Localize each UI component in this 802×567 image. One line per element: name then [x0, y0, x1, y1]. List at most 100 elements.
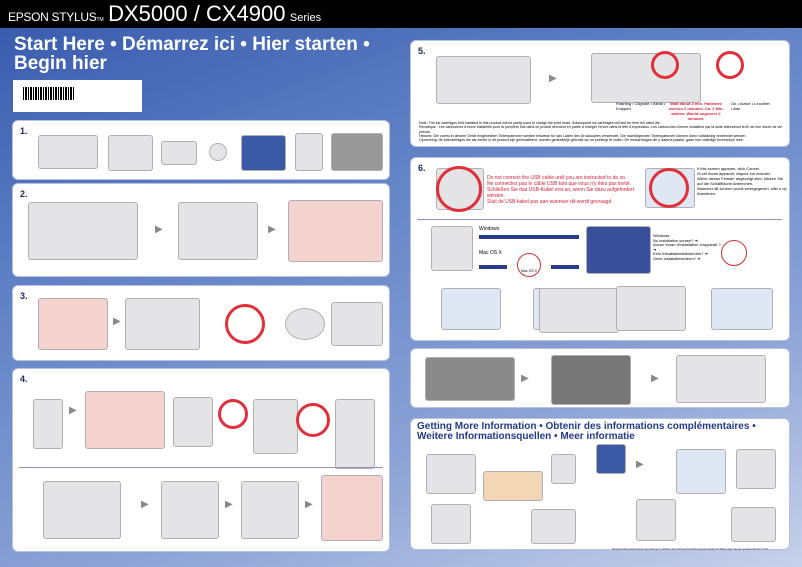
- computer-illustration: [676, 449, 726, 494]
- arrow-icon: [479, 235, 579, 239]
- brand: EPSON STYLUS: [8, 10, 97, 24]
- sheet-illustration: [295, 133, 323, 171]
- cancel-instructions: If this screen appears, click Cancel.Si …: [697, 166, 787, 196]
- note-de: Hinweis: Die zuerst in diesem Gerät eing…: [419, 133, 747, 138]
- sheet-illustration: [331, 133, 383, 171]
- charging-printer-illustration: [591, 53, 701, 103]
- cd-illustration: [209, 143, 227, 161]
- cable-illustration: [161, 141, 197, 165]
- cancel-fr: Si cet écran apparaît, cliquez sur Annul…: [697, 171, 771, 176]
- arrow-icon: ▶: [225, 499, 233, 510]
- ns-3: Kein Installationsbildschirm? ➜: [653, 251, 708, 257]
- page-title: Start Here • Démarrez ici • Hier starten…: [14, 34, 370, 74]
- cd-icon: [596, 444, 626, 474]
- prohibited-icon: [716, 51, 744, 79]
- cartridges-illustration: [108, 135, 153, 171]
- step-4-panel: 4. ▶ ▶ ▶ ▶: [12, 368, 390, 552]
- arrow-icon: ▶: [521, 373, 529, 384]
- insert-cd-illustration: [431, 226, 473, 271]
- press-cartridge-illustration: [161, 481, 219, 539]
- ns-4: Geen installatiescherm? ➜: [653, 255, 701, 261]
- sheet-illustration: [425, 357, 515, 401]
- manual-illustration: [483, 471, 543, 501]
- installer-screen: [441, 288, 501, 330]
- prohibited-icon: [296, 403, 330, 437]
- arrow-icon: ▶: [636, 459, 644, 470]
- printer-illustration: [38, 135, 98, 169]
- open-scanner-illustration: [85, 391, 165, 449]
- barcode: [23, 87, 75, 100]
- printer-illustration: [676, 355, 766, 403]
- footer-note: Maschinenlärminformations-Verordnung 3. …: [612, 548, 769, 551]
- info-title: Getting More Information • Obtenir des i…: [417, 421, 756, 442]
- arrow-icon: [551, 265, 579, 269]
- ns-2: Aucun écran d'installation n'apparaît ? …: [653, 242, 721, 252]
- info-panel: Getting More Information • Obtenir des i…: [410, 418, 790, 550]
- power-cable-illustration: [125, 298, 200, 350]
- close-scanner-illustration: [321, 475, 383, 541]
- cancel-nl: Wanneer dit scherm wordt weergegeven, kl…: [697, 186, 787, 196]
- step-2-panel: 2. ▶ ▶: [12, 183, 390, 277]
- unpack-illustration: [173, 397, 213, 447]
- manual-illustration: [426, 454, 476, 494]
- installer-screen: [711, 288, 773, 330]
- arrow-icon: ▶: [305, 499, 313, 510]
- divider: [417, 219, 782, 220]
- prohibited-icon: [649, 168, 689, 208]
- prohibited-icon: [218, 399, 248, 429]
- step-1-panel: 1.: [12, 120, 390, 180]
- shake-cartridge-illustration: [33, 399, 63, 449]
- usb-warning-fr: Ne connectez pas le câble USB tant que v…: [487, 181, 632, 187]
- wait-label: Wait about 2 min. Patientez environ 2 mi…: [668, 101, 724, 121]
- installer-screen: [586, 226, 651, 274]
- step-7-panel: ▶ ▶: [410, 348, 790, 408]
- step-5-panel: 5. ▶ Flashing • Clignote • Blinkt • Knip…: [410, 40, 790, 147]
- arrow-icon: [479, 265, 507, 269]
- tm: TM: [96, 17, 104, 23]
- model: DX5000 / CX4900: [108, 1, 286, 26]
- remove-tape-illustration: [28, 202, 138, 260]
- step-6-panel: 6. Do not connect the USB cable until yo…: [410, 157, 790, 341]
- usb-warning-nl: Sluit de USB-kabel pas aan wanneer dit w…: [487, 199, 613, 205]
- close-scanner-illustration: [38, 298, 108, 350]
- arrow-icon: ▶: [113, 316, 121, 327]
- series: Series: [289, 12, 322, 24]
- arrow-icon: ▶: [141, 499, 149, 510]
- arrow-icon: ▶: [651, 373, 659, 384]
- help-illustration: [431, 504, 471, 544]
- printer-illustration: [531, 509, 576, 544]
- note-nl: Opmerking: de inktcartridges die als eer…: [419, 138, 744, 143]
- manual-illustration: [241, 135, 286, 171]
- ns-0: Windows: [653, 233, 670, 238]
- step-number: 4.: [20, 374, 28, 384]
- sheet-illustration: [551, 355, 631, 405]
- remove-tape-illustration: [178, 202, 258, 260]
- power-button-illustration: [285, 308, 325, 340]
- arrow-icon: ▶: [549, 73, 557, 84]
- divider: [19, 467, 383, 468]
- windows-label: Windows: [479, 226, 500, 232]
- step-3-panel: 3. ▶: [12, 285, 390, 361]
- mac-installer-icon[interactable]: Mac OS X: [517, 253, 541, 277]
- printer-illustration: [551, 454, 576, 484]
- ns-1: No installation screen? ➜: [653, 237, 698, 243]
- step-number: 1.: [20, 126, 28, 136]
- notes: Note: The ink cartridges first installed…: [419, 121, 784, 142]
- prohibited-icon: [225, 304, 265, 344]
- arrow-icon: ▶: [69, 405, 77, 416]
- mac-label: Mac OS X: [479, 250, 502, 256]
- note-en: Note: The ink cartridges first installed…: [419, 121, 661, 125]
- close-cover-illustration: [241, 481, 299, 539]
- arrow-icon: ▶: [155, 224, 163, 235]
- remove-tape-illustration: [253, 399, 298, 454]
- printer-illustration: [731, 507, 776, 542]
- barcode-label: [13, 80, 142, 112]
- help-illustration: [636, 499, 676, 541]
- arrow-icon: ▶: [268, 224, 276, 235]
- cartridge-illustration: [335, 399, 375, 469]
- printer-illustration: [436, 56, 531, 104]
- usb-warning-en: Do not connect the USB cable until you a…: [487, 175, 627, 181]
- step-number: 5.: [418, 46, 426, 56]
- on-label: On • Activé • Leuchtet • Aan: [731, 101, 770, 111]
